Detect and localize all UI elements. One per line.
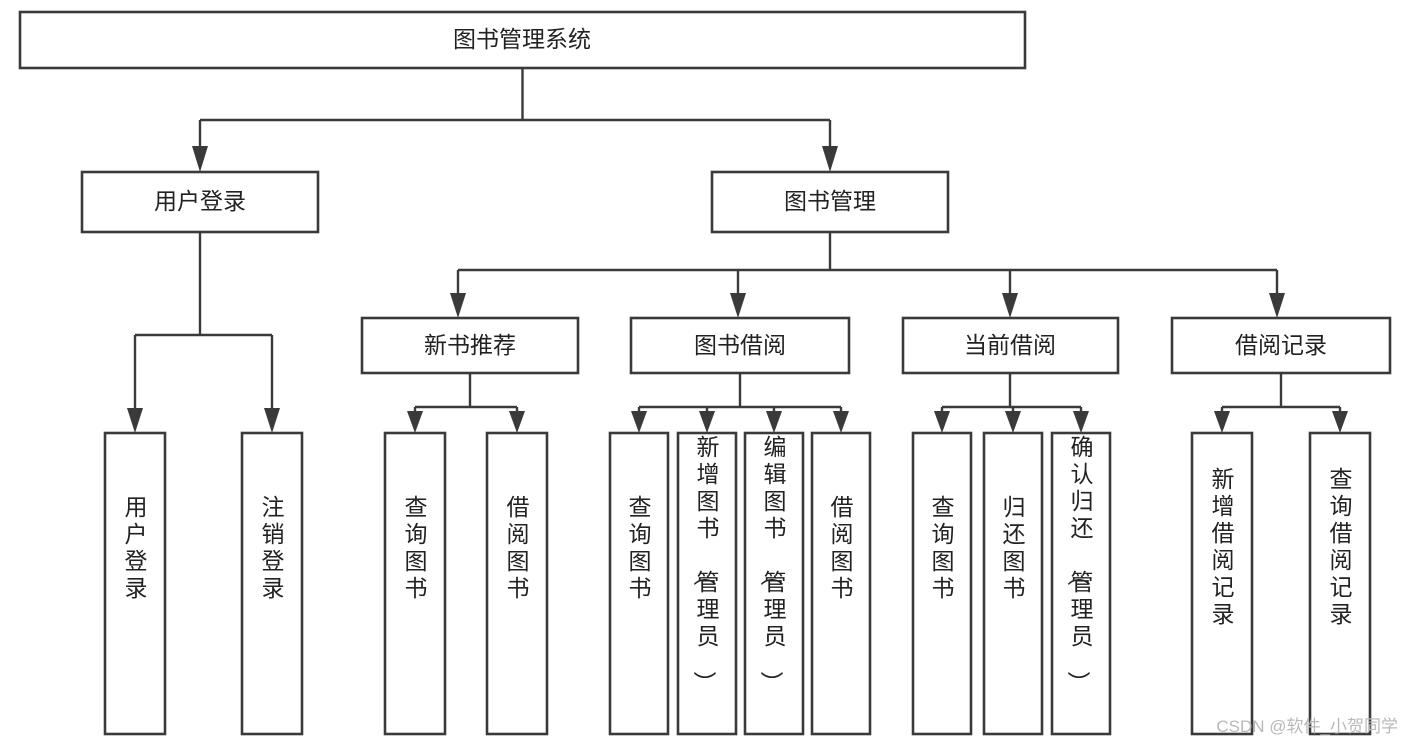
node-book-manage-label: 图书管理 xyxy=(784,188,876,214)
csdn-watermark: CSDN @软件_小贺同学 xyxy=(1216,717,1398,736)
node-leaf-add-borrow-record-box[interactable] xyxy=(1190,431,1254,736)
arrow-head-leaf-user-logout xyxy=(264,408,280,433)
node-leaf-add-book-admin[interactable]: 新增图书（管理员） xyxy=(676,431,738,736)
node-new-book-recommend[interactable]: 新书推荐 xyxy=(360,316,580,375)
node-user-login[interactable]: 用户登录 xyxy=(80,170,320,234)
node-leaf-query-book-recommend-label: 查询图书 xyxy=(405,494,428,601)
arrow-head-leaf-return-book xyxy=(1005,411,1021,433)
node-borrow-record-box[interactable] xyxy=(1170,316,1392,375)
node-current-borrow[interactable]: 当前借阅 xyxy=(901,316,1120,375)
arrow-head-leaf-user-login xyxy=(127,408,143,433)
node-leaf-user-login-box[interactable] xyxy=(103,431,167,736)
arrow-head-borrow-record xyxy=(1269,293,1285,318)
node-leaf-borrow-book-recommend-box[interactable] xyxy=(485,431,549,736)
node-leaf-query-borrow-record-box[interactable] xyxy=(1308,431,1372,736)
node-leaf-edit-book-admin[interactable]: 编辑图书（管理员） xyxy=(743,431,805,736)
node-book-borrow-label: 图书借阅 xyxy=(694,332,786,358)
node-current-borrow-box[interactable] xyxy=(901,316,1120,375)
arrow-head-leaf-edit-book-admin xyxy=(766,411,782,433)
connectors-layer xyxy=(127,68,1348,433)
arrow-head-leaf-query-book-recommend xyxy=(407,411,423,433)
node-current-borrow-label: 当前借阅 xyxy=(964,332,1056,358)
arrow-head-leaf-borrow-book xyxy=(833,411,849,433)
node-leaf-user-logout-box[interactable] xyxy=(240,431,304,736)
node-leaf-confirm-return-admin-label: 确认归还（管理员） xyxy=(1066,434,1094,694)
arrow-head-leaf-query-borrow-record xyxy=(1332,411,1348,433)
node-user-login-label: 用户登录 xyxy=(154,188,246,214)
node-leaf-return-book-label: 归还图书 xyxy=(1003,494,1026,601)
arrow-head-leaf-borrow-book-recommend xyxy=(509,411,525,433)
node-borrow-record[interactable]: 借阅记录 xyxy=(1170,316,1392,375)
node-leaf-return-book[interactable]: 归还图书 xyxy=(982,431,1044,736)
node-leaf-confirm-return-admin[interactable]: 确认归还（管理员） xyxy=(1050,431,1112,736)
node-leaf-borrow-book[interactable]: 借阅图书 xyxy=(810,431,872,736)
arrow-head-current-borrow xyxy=(1002,293,1018,318)
node-leaf-query-book-current-label: 查询图书 xyxy=(932,494,955,601)
node-leaf-add-borrow-record[interactable]: 新增借阅记录 xyxy=(1190,431,1254,736)
node-book-manage-box[interactable] xyxy=(710,170,950,234)
node-root-box[interactable] xyxy=(18,10,1027,70)
node-leaf-user-logout-label: 注销登录 xyxy=(262,494,285,601)
node-leaf-query-book-borrow-label: 查询图书 xyxy=(629,494,652,601)
node-leaf-query-book-current[interactable]: 查询图书 xyxy=(911,431,973,736)
node-borrow-record-label: 借阅记录 xyxy=(1235,332,1327,358)
node-leaf-query-borrow-record[interactable]: 查询借阅记录 xyxy=(1308,431,1372,736)
arrow-head-leaf-query-book-borrow xyxy=(631,411,647,433)
arrow-head-book-borrow xyxy=(730,293,746,318)
node-leaf-query-book-borrow[interactable]: 查询图书 xyxy=(608,431,670,736)
node-root-label: 图书管理系统 xyxy=(453,26,591,52)
node-new-book-recommend-box[interactable] xyxy=(360,316,580,375)
node-leaf-query-book-recommend-box[interactable] xyxy=(383,431,447,736)
node-leaf-add-borrow-record-label: 新增借阅记录 xyxy=(1212,466,1235,627)
node-leaf-confirm-return-admin-box[interactable] xyxy=(1050,431,1112,736)
node-book-borrow-box[interactable] xyxy=(629,316,851,375)
node-book-borrow[interactable]: 图书借阅 xyxy=(629,316,851,375)
node-leaf-borrow-book-recommend[interactable]: 借阅图书 xyxy=(485,431,549,736)
node-user-login-box[interactable] xyxy=(80,170,320,234)
node-leaf-add-book-admin-box[interactable] xyxy=(676,431,738,736)
arrow-head-book-manage xyxy=(822,146,838,172)
nodes-layer: 图书管理系统 用户登录 图书管理 新书推荐 图书借阅 当前 xyxy=(18,10,1392,736)
arrow-head-new-book-recommend xyxy=(450,293,466,318)
node-leaf-query-book-current-box[interactable] xyxy=(911,431,973,736)
node-leaf-query-book-recommend[interactable]: 查询图书 xyxy=(383,431,447,736)
node-leaf-borrow-book-box[interactable] xyxy=(810,431,872,736)
node-leaf-user-logout[interactable]: 注销登录 xyxy=(240,431,304,736)
node-leaf-query-book-borrow-box[interactable] xyxy=(608,431,670,736)
node-new-book-recommend-label: 新书推荐 xyxy=(424,332,516,358)
node-root[interactable]: 图书管理系统 xyxy=(18,10,1027,70)
node-leaf-return-book-box[interactable] xyxy=(982,431,1044,736)
node-leaf-add-book-admin-label: 新增图书（管理员） xyxy=(692,434,720,694)
arrow-head-leaf-confirm-return-admin xyxy=(1073,411,1089,433)
node-leaf-borrow-book-recommend-label: 借阅图书 xyxy=(507,494,530,601)
node-leaf-user-login-label: 用户登录 xyxy=(125,494,148,601)
node-leaf-user-login[interactable]: 用户登录 xyxy=(103,431,167,736)
arrow-head-user-login xyxy=(192,146,208,172)
node-leaf-borrow-book-label: 借阅图书 xyxy=(831,494,854,601)
node-leaf-query-borrow-record-label: 查询借阅记录 xyxy=(1330,466,1353,627)
node-leaf-edit-book-admin-label: 编辑图书（管理员） xyxy=(759,434,787,694)
node-book-manage[interactable]: 图书管理 xyxy=(710,170,950,234)
arrow-head-leaf-add-book-admin xyxy=(699,411,715,433)
arrow-head-leaf-query-book-current xyxy=(934,411,950,433)
node-leaf-edit-book-admin-box[interactable] xyxy=(743,431,805,736)
arrow-head-leaf-add-borrow-record xyxy=(1214,411,1230,433)
